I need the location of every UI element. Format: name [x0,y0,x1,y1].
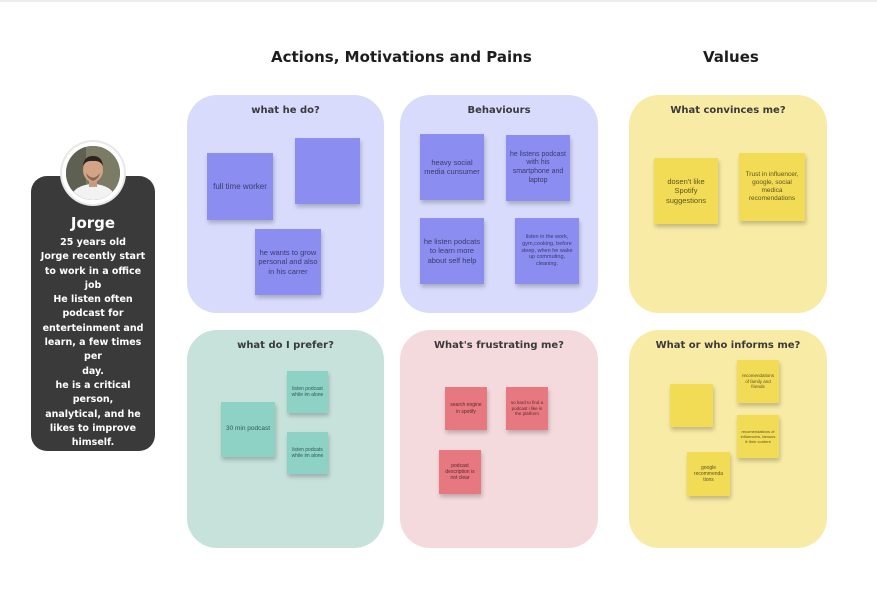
panel-title: what do I prefer? [237,340,334,351]
top-border [0,0,877,2]
sticky-note[interactable]: listen podcast while im alone [287,371,328,413]
sticky-note[interactable]: heavy social media cunsumer [420,134,484,200]
avatar[interactable] [62,142,124,204]
persona-name: Jorge [70,214,116,232]
person-photo-icon [66,146,120,200]
sticky-note[interactable]: he listen podcats to learn more about se… [420,218,484,284]
persona-description: 25 years old Jorge recently start to wor… [40,237,146,449]
panel-title: Behaviours [467,105,531,116]
avatar-photo [66,146,120,200]
panel-behaviours[interactable]: Behaviours heavy social media cunsumer h… [400,95,598,313]
sticky-note[interactable]: Trust in influencer, google, social medi… [739,153,805,221]
panel-title: What convinces me? [670,105,786,116]
sticky-note-blank[interactable] [295,138,360,204]
panel-title: What or who informs me? [655,340,801,351]
section-title-values: Values [703,48,759,66]
panel-frustrating[interactable]: What's frustrating me? search engine in … [400,330,598,548]
sticky-note[interactable]: search engine in spotify [445,387,487,430]
sticky-note-blank[interactable] [670,384,713,427]
sticky-note[interactable]: dosen't like Spotify suggestions [654,158,718,224]
panel-informs[interactable]: What or who informs me? recomendations o… [629,330,827,548]
panel-what-prefer[interactable]: what do I prefer? listen podcast while i… [187,330,384,548]
sticky-note[interactable]: listen in the work, gym,cooking, before … [515,218,579,284]
sticky-note[interactable]: podcast description is not clear [439,450,481,494]
sticky-note[interactable]: he wants to grow personal and also in hi… [255,229,321,295]
sticky-note[interactable]: so hard to find a podcast i like in the … [506,387,548,430]
panel-title: What's frustrating me? [434,340,564,351]
panel-title: what he do? [251,105,320,116]
panel-what-he-do[interactable]: what he do? full time worker he wants to… [187,95,384,313]
sticky-note[interactable]: recomendations of family and friends [737,360,779,403]
sticky-note[interactable]: he listens podcast with his smartphone a… [506,135,570,201]
sticky-note[interactable]: google recommenda tions [687,452,730,496]
persona-card[interactable]: Jorge 25 years old Jorge recently start … [31,176,155,451]
sticky-note[interactable]: full time worker [207,153,273,220]
panel-what-convinces[interactable]: What convinces me? dosen't like Spotify … [629,95,827,313]
sticky-note[interactable]: recomendations of influencers, famous tt… [737,415,779,458]
sticky-note[interactable]: 30 min podcast [221,402,275,457]
section-title-actions: Actions, Motivations and Pains [271,48,532,66]
sticky-note[interactable]: listen podcats while im alone [287,432,328,474]
